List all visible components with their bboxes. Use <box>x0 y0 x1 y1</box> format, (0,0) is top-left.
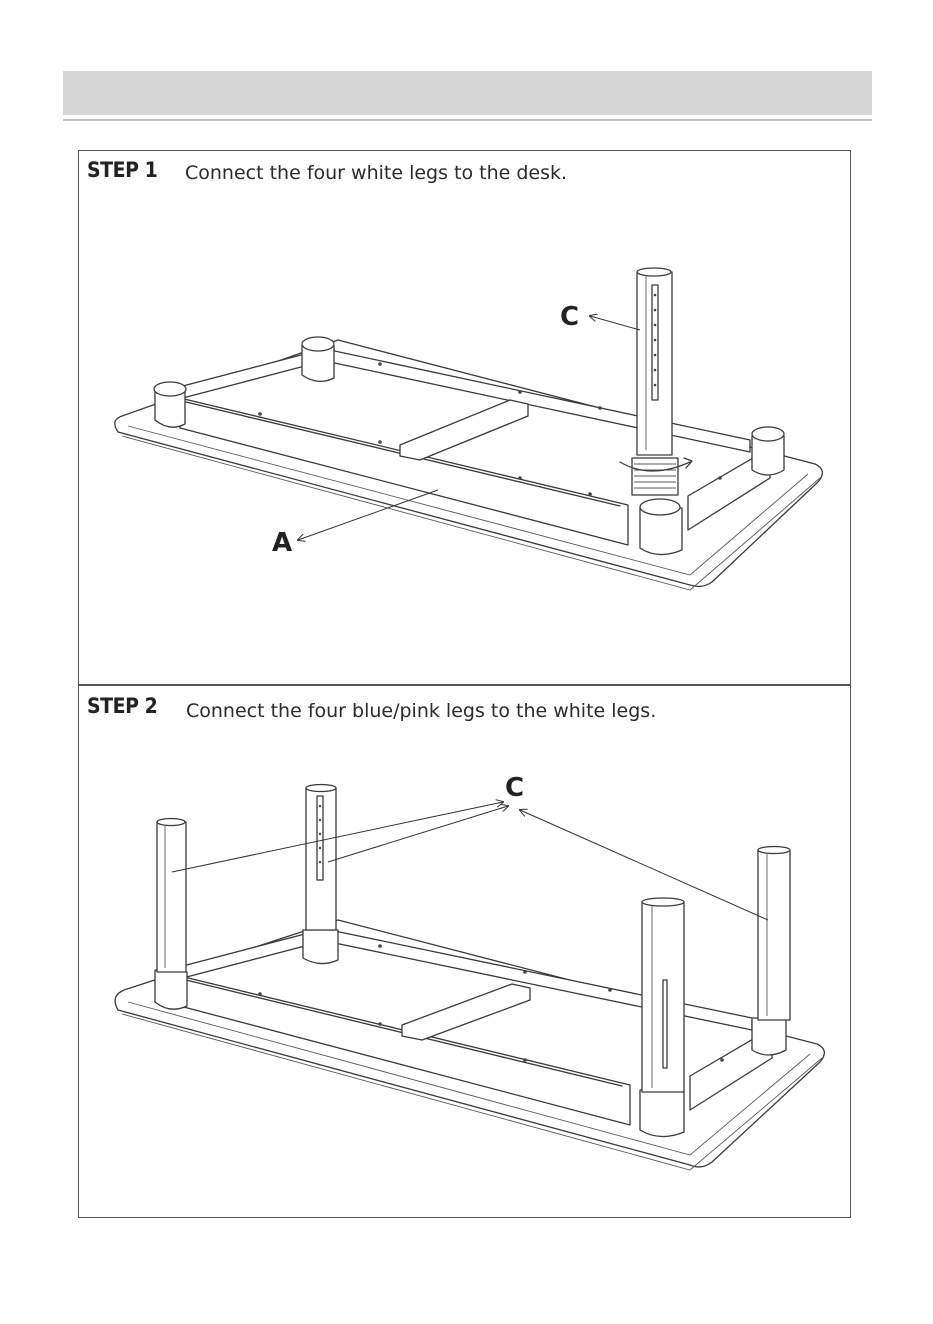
step-2-desk-drawing <box>115 785 824 1171</box>
step-1-desk-drawing <box>115 268 823 590</box>
